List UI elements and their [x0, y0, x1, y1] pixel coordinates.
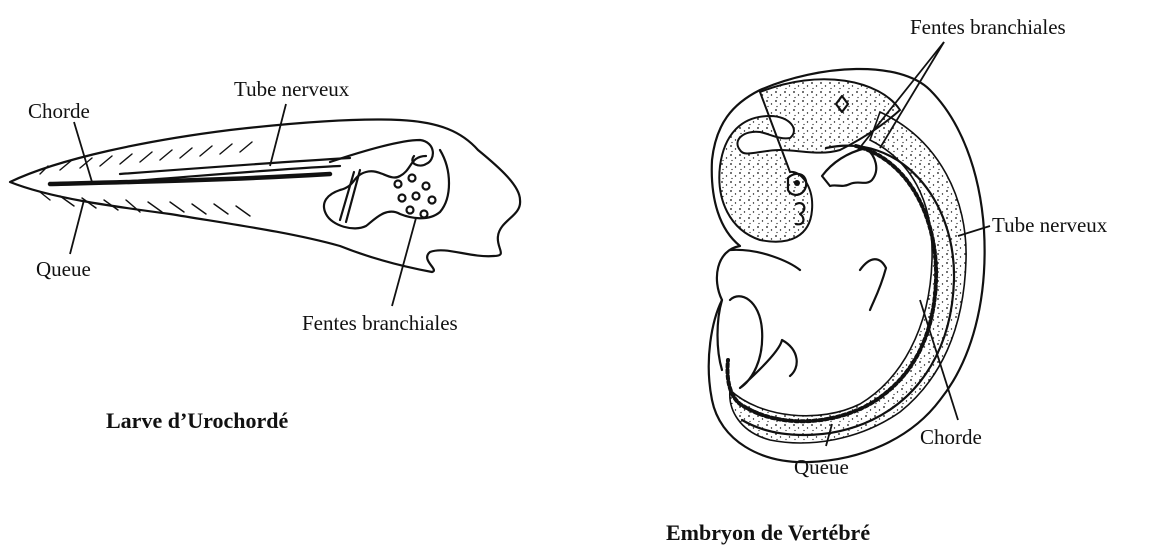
- larva-label-fentes-branchiales: Fentes branchiales: [302, 311, 458, 335]
- larva-tube-end: [330, 140, 433, 166]
- embryo-label-chorde: Chorde: [920, 425, 982, 449]
- urochordate-larva-figure: Chorde Tube nerveux Queue Fentes branchi…: [10, 77, 520, 433]
- embryo-eye-pupil: [794, 180, 800, 186]
- larva-mouth-stalk: [340, 170, 360, 222]
- embryo-label-tube-nerveux: Tube nerveux: [992, 213, 1108, 237]
- larva-gill-slit: [421, 211, 428, 218]
- vertebrate-embryo-figure: Fentes branchiales Tube nerveux Chorde Q…: [666, 15, 1108, 545]
- larva-label-tube-nerveux: Tube nerveux: [234, 77, 350, 101]
- larva-gill-slit: [399, 195, 406, 202]
- embryo-label-queue: Queue: [794, 455, 849, 479]
- embryo-label-fentes-branchiales: Fentes branchiales: [910, 15, 1066, 39]
- larva-leader-chorde: [74, 122, 92, 182]
- embryo-trunk: [730, 250, 886, 310]
- larva-label-chorde: Chorde: [28, 99, 90, 123]
- larva-gill-slit: [407, 207, 414, 214]
- larva-title: Larve d’Urochordé: [106, 408, 289, 433]
- larva-gill-slit: [409, 175, 416, 182]
- embryo-title: Embryon de Vertébré: [666, 520, 870, 545]
- embryo-head: [719, 79, 900, 241]
- larva-fin-hatching-upper: [40, 142, 252, 174]
- larva-label-queue: Queue: [36, 257, 91, 281]
- larva-gill-slit: [395, 181, 402, 188]
- larva-leader-fentes: [392, 218, 416, 306]
- larva-gill-slit: [413, 193, 420, 200]
- larva-gill-slit: [423, 183, 430, 190]
- larva-leader-tube: [270, 104, 286, 166]
- embryo-pharyngeal-arches: [822, 148, 876, 186]
- larva-fin-hatching-lower: [40, 192, 250, 216]
- larva-body-outline: [10, 119, 520, 272]
- embryo-limb-bud: [730, 296, 797, 388]
- larva-gill-slit: [429, 197, 436, 204]
- larva-leader-queue: [70, 200, 84, 254]
